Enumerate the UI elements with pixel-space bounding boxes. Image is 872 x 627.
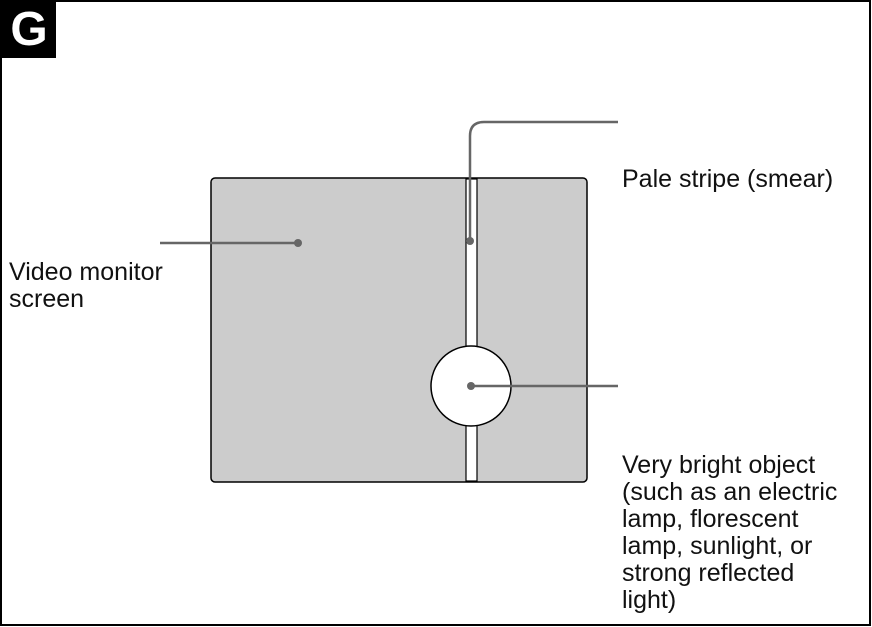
label-very-bright-object: Very bright object (such as an electric … — [622, 452, 837, 614]
label-pale-stripe: Pale stripe (smear) — [622, 165, 834, 193]
leader-dot-screen — [294, 239, 302, 247]
leader-line-smear — [468, 120, 618, 241]
smear-stripe — [465, 178, 478, 482]
label-line: Very bright object — [622, 451, 816, 479]
label-line: Video monitor — [9, 258, 163, 286]
figure-letter-badge: G — [2, 2, 56, 58]
label-video-monitor-screen: Video monitor screen — [9, 259, 163, 313]
label-line: screen — [9, 285, 85, 313]
leader-dot-smear — [466, 237, 474, 245]
label-line: (such as an electric — [622, 478, 838, 506]
label-line: strong reflected — [622, 559, 795, 587]
label-line: lamp, sunlight, or — [622, 532, 813, 560]
label-line: lamp, florescent — [622, 505, 799, 533]
monitor-screen — [210, 177, 588, 483]
label-line: light) — [622, 586, 677, 614]
leader-dot-object — [467, 382, 475, 390]
